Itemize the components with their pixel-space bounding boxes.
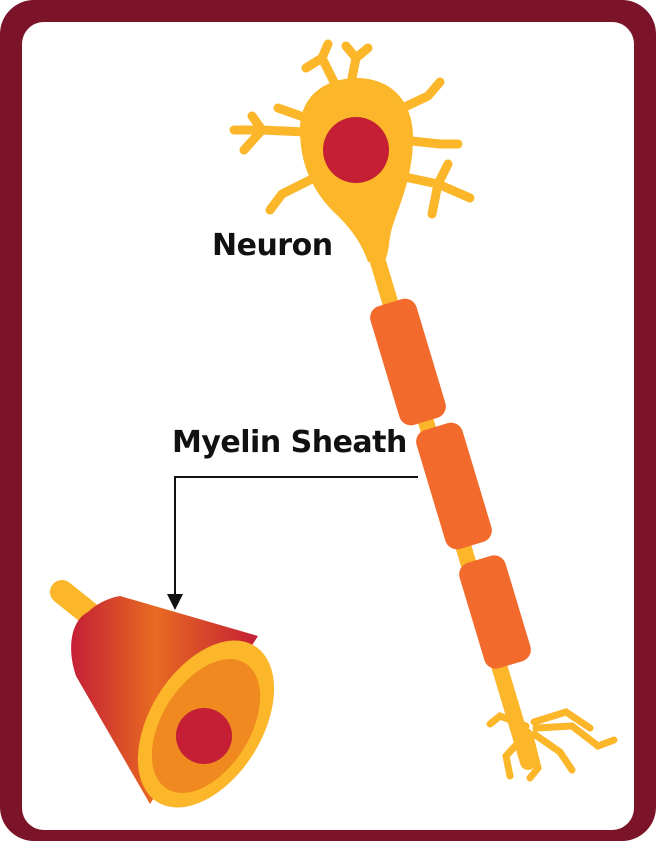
neuron-label: Neuron [212, 228, 333, 263]
myelin-cross-section [62, 592, 302, 832]
axon-terminals [490, 712, 614, 778]
myelin-segment [456, 552, 534, 671]
myelin-sheath-label: Myelin Sheath [172, 425, 407, 460]
myelin-segment [367, 296, 449, 429]
pointer-arrow [167, 477, 418, 610]
neuron-illustration [234, 44, 614, 778]
axon-core [176, 708, 232, 764]
nucleus [323, 117, 389, 183]
myelin-segment [413, 420, 495, 553]
